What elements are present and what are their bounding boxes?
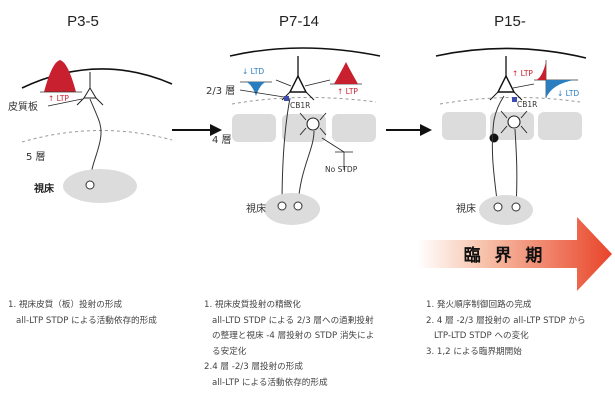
ltp-curve xyxy=(334,62,358,84)
label-thalamus: 視床 xyxy=(33,182,55,195)
cb1r-marker xyxy=(512,97,517,102)
layer4-block xyxy=(332,114,376,142)
notes-p15: 1. 発火順序制御回路の完成 2. 4 層 -2/3 層投射の all-LTP … xyxy=(426,298,612,360)
progression-arrow-2 xyxy=(386,124,432,136)
layer-boundary xyxy=(21,129,173,143)
layer4-neuron xyxy=(306,117,320,131)
pointer-line xyxy=(239,89,285,98)
ltp-curve xyxy=(44,60,76,92)
thalamic-axon xyxy=(89,98,102,185)
label-no-stdp: No STDP xyxy=(325,165,358,174)
note-line: LTP-LTD STDP への変化 xyxy=(434,331,529,341)
note-line: 2.4 層 -2/3 層投射の形成 xyxy=(204,362,303,372)
ltp-label: ↑ LTP xyxy=(512,69,533,78)
note-line: る安定化 xyxy=(212,346,247,357)
layer4-block xyxy=(232,114,276,142)
label-layer23: 2/3 層 xyxy=(206,85,235,97)
pointer-line xyxy=(304,79,331,87)
critical-period-arrow: 臨 界 期 xyxy=(418,217,612,291)
pyramidal-neuron xyxy=(496,74,516,93)
pia-surface xyxy=(229,47,381,57)
basal-dendrite xyxy=(489,91,499,101)
panel-p3-5: ↑ LTP 皮質板 5 層 視床 xyxy=(8,60,173,203)
layer4-block xyxy=(442,112,486,140)
pia-surface xyxy=(21,68,173,89)
note-line: all-LTP STDP による活動依存的形成 xyxy=(16,315,157,326)
neuron-process xyxy=(500,110,508,119)
neuron-process xyxy=(319,127,327,136)
thalamic-neuron xyxy=(493,202,503,212)
neuron-process xyxy=(520,110,528,119)
label-cb1r: CB1R xyxy=(517,100,537,109)
pointer-line xyxy=(512,83,535,89)
note-line: 1. 発火順序制御回路の完成 xyxy=(426,300,532,310)
label-thalamus: 視床 xyxy=(246,202,266,215)
note-line: の整理と視床 -4 層投射の STDP 消失によ xyxy=(212,331,375,341)
thalamic-neuron xyxy=(277,201,287,211)
panel-p7-14: ↓ LTD ↑ LTP CB1R No STDP 2/3 層 4 層 xyxy=(206,47,381,225)
neuron-basal-dendrite xyxy=(76,97,85,106)
label-thalamus: 視床 xyxy=(456,202,476,215)
pointer-line xyxy=(47,98,83,107)
neuron-soma xyxy=(83,87,97,99)
notes-p3-5: 1. 視床皮質（板）投射の形成 all-LTP STDP による活動依存的形成 xyxy=(8,298,203,329)
neuron-basal-dendrite xyxy=(95,97,104,106)
cb1r-marker xyxy=(284,96,289,101)
stage-title-p15: P15- xyxy=(494,13,526,30)
ltd-curve xyxy=(246,82,266,96)
layer4-neuron xyxy=(507,115,521,129)
ltp-curve xyxy=(536,62,546,80)
note-line: 2. 4 層 -2/3 層投射の all-LTP STDP から xyxy=(426,315,586,326)
ltd-label: ↓ LTD xyxy=(242,67,264,76)
label-cb1r: CB1R xyxy=(290,101,310,110)
ltd-curve xyxy=(546,80,574,98)
thalamic-neuron xyxy=(293,201,303,211)
neuron-process xyxy=(520,125,528,134)
note-line: all-LTD STDP による 2/3 層への過剰投射 xyxy=(212,315,374,326)
panel-p15: ↑ LTP ↓ LTD CB1R 視床 xyxy=(435,47,587,225)
ltp-label: ↑ LTP xyxy=(48,94,69,103)
note-line: 1. 視床皮質投射の精緻化 xyxy=(204,300,301,310)
inhibitory-neuron xyxy=(489,133,499,143)
label-layer5: 5 層 xyxy=(26,151,46,163)
label-cortex-plate: 皮質板 xyxy=(8,100,38,113)
note-line: 1. 視床皮質（板）投射の形成 xyxy=(8,300,123,310)
layer4-block xyxy=(538,112,582,140)
neuron-process xyxy=(500,125,508,134)
stage-title-p7-14: P7-14 xyxy=(279,13,319,30)
pointer-line xyxy=(275,79,292,87)
neuron-process xyxy=(319,112,327,121)
pia-surface xyxy=(435,47,587,59)
thalamus-region xyxy=(264,193,320,225)
neuron-process xyxy=(299,127,307,136)
basal-dendrite xyxy=(513,91,523,101)
ltd-label: ↓ LTD xyxy=(557,89,579,98)
thalamus-region xyxy=(63,169,137,203)
layer-boundary xyxy=(439,96,581,105)
progression-arrow-1 xyxy=(172,124,222,136)
thalamic-neuron xyxy=(85,180,95,190)
note-line: all-LTP による活動依存的形成 xyxy=(212,377,328,388)
ltp-label: ↑ LTP xyxy=(337,87,358,96)
critical-period-shape xyxy=(418,217,612,291)
pyramidal-neuron xyxy=(288,74,308,93)
basal-dendrite xyxy=(305,91,315,101)
note-line: 3. 1,2 による臨界期開始 xyxy=(426,346,522,357)
thalamic-axon xyxy=(491,95,505,209)
thalamic-neuron xyxy=(511,202,521,212)
critical-period-label: 臨 界 期 xyxy=(464,245,547,266)
notes-p7-14: 1. 視床皮質投射の精緻化 all-LTD STDP による 2/3 層への過剰… xyxy=(204,298,409,391)
layer-boundary xyxy=(231,96,377,105)
stage-title-p3-5: P3-5 xyxy=(67,13,99,30)
neuron-process xyxy=(299,112,307,121)
thalamus-region xyxy=(479,195,533,225)
label-layer4: 4 層 xyxy=(212,134,232,146)
